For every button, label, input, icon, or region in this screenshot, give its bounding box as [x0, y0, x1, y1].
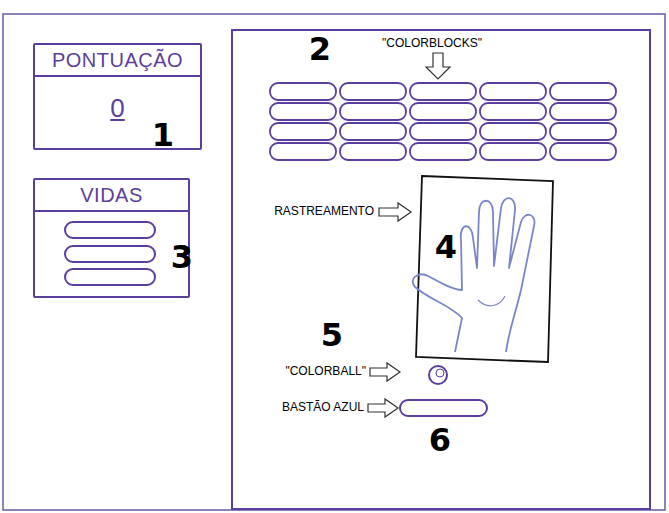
panel-header: PONTUAÇÃO: [35, 45, 200, 77]
panel-header: VIDAS: [35, 180, 188, 212]
callout-number: 1: [152, 118, 174, 153]
color-block: [410, 123, 476, 140]
panel-title: VIDAS: [80, 180, 143, 210]
color-block: [550, 83, 616, 100]
panel-body: 0: [35, 77, 200, 124]
callout-text: "COLORBLOCKS": [382, 37, 482, 50]
callout-number: 4: [435, 230, 457, 265]
panel-title: PONTUAÇÃO: [52, 45, 183, 75]
callout-number: 2: [309, 32, 331, 67]
callout-number: 6: [429, 423, 451, 458]
color-block: [410, 103, 476, 120]
color-block: [550, 143, 616, 160]
life-paddle: [65, 269, 155, 285]
color-block: [410, 143, 476, 160]
color-block: [340, 83, 406, 100]
hand-detail: [478, 296, 505, 306]
blue-paddle: [400, 400, 487, 416]
color-ball: [429, 366, 447, 384]
color-block: [480, 83, 546, 100]
color-block: [340, 123, 406, 140]
callout-text: "COLORBALL": [285, 365, 366, 378]
color-block: [410, 83, 476, 100]
page-frame: [3, 14, 665, 510]
callout-text: BASTÃO AZUL: [282, 401, 364, 414]
pointer-arrow: [379, 203, 411, 221]
callout-text: RASTREAMENTO: [274, 205, 374, 218]
callout-number: 5: [321, 318, 343, 353]
life-paddle: [65, 222, 155, 238]
color-block: [340, 103, 406, 120]
panel-box: VIDAS: [33, 178, 190, 298]
color-block: [550, 123, 616, 140]
pointer-arrow: [368, 399, 398, 417]
game-area: [232, 30, 650, 509]
color-block: [480, 103, 546, 120]
callout-number: 3: [171, 240, 193, 275]
color-block: [270, 103, 336, 120]
color-block: [480, 143, 546, 160]
ball-detail: [436, 369, 444, 377]
tracking-frame: [416, 176, 553, 362]
pointer-arrow: [426, 53, 450, 79]
hand-drawing: [413, 198, 535, 352]
color-block: [270, 83, 336, 100]
color-block: [270, 143, 336, 160]
panel-body: [35, 212, 188, 228]
pointer-arrow: [370, 363, 400, 381]
color-block: [480, 123, 546, 140]
color-block: [270, 123, 336, 140]
color-block: [340, 143, 406, 160]
panel-value: 0: [35, 93, 200, 124]
life-paddle: [65, 246, 155, 262]
panel-box: PONTUAÇÃO 0: [33, 43, 202, 150]
color-block: [550, 103, 616, 120]
